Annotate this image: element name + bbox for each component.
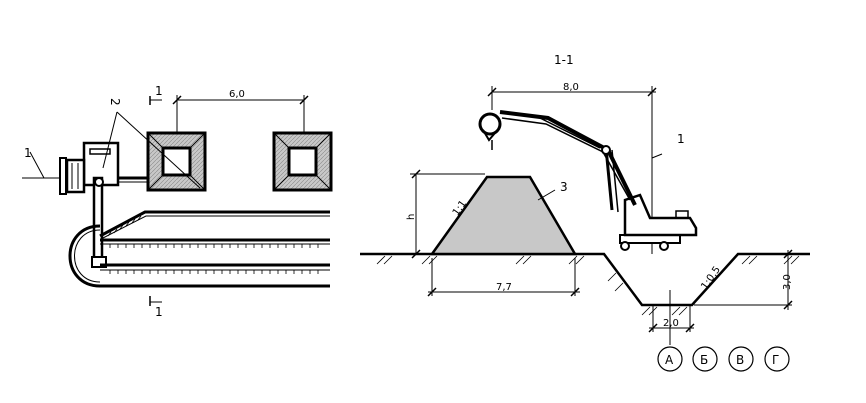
- pit-plan-2: [272, 131, 333, 192]
- plan-callout-2: 2: [108, 98, 122, 106]
- dimension-depth: [694, 249, 793, 310]
- height-label: h: [406, 214, 417, 220]
- dimension-height: [410, 169, 485, 259]
- section-dimension-depth-label: 3,0: [782, 274, 793, 290]
- axis-circle-v: [728, 346, 754, 372]
- dimension-spacing: [172, 95, 309, 132]
- pit-plan-1: [146, 131, 207, 192]
- axis-label-v: В: [736, 353, 744, 367]
- axis-label-g: Г: [772, 353, 779, 367]
- dimension-base: [427, 258, 580, 297]
- section-dimension-base-label: 7,7: [496, 282, 512, 293]
- section-mark-top: [149, 96, 162, 105]
- leader-callout-1: [29, 151, 45, 179]
- section-mark-top-label: 1: [155, 84, 163, 98]
- section-mark-bottom-label: 1: [155, 305, 163, 319]
- excavator-side: [478, 110, 698, 251]
- excavator-plan: [22, 141, 120, 268]
- section-callout-3: 3: [560, 180, 568, 194]
- leader-section-1: [651, 153, 663, 159]
- dimension-bottom: [648, 305, 695, 333]
- section-mark-bottom: [149, 296, 162, 306]
- axis-markers: [657, 346, 790, 372]
- spoil-heap: [429, 175, 578, 256]
- section-dimension-bottom-label: 2,0: [663, 318, 679, 329]
- plan-view: [22, 95, 333, 306]
- section-callout-1: 1: [677, 132, 685, 146]
- plan-callout-1: 1: [24, 146, 32, 160]
- trench-plan: [68, 210, 330, 288]
- pipe-connection: [118, 176, 148, 183]
- axis-circle-a: [657, 346, 683, 372]
- leader-section-3: [537, 189, 556, 201]
- section-dimension-width-top-label: 8,0: [563, 82, 579, 93]
- axis-label-b: Б: [700, 353, 708, 367]
- section-view: [360, 86, 810, 372]
- axis-circle-b: [692, 346, 718, 372]
- section-title: 1-1: [554, 53, 574, 67]
- axis-circle-g: [764, 346, 790, 372]
- axis-label-a: А: [665, 353, 674, 367]
- slope-trench-label: 1:0,5: [699, 265, 723, 292]
- ground-line: [360, 252, 810, 316]
- leader-callout-2: [102, 111, 201, 189]
- plan-dimension-spacing-label: 6,0: [229, 89, 245, 100]
